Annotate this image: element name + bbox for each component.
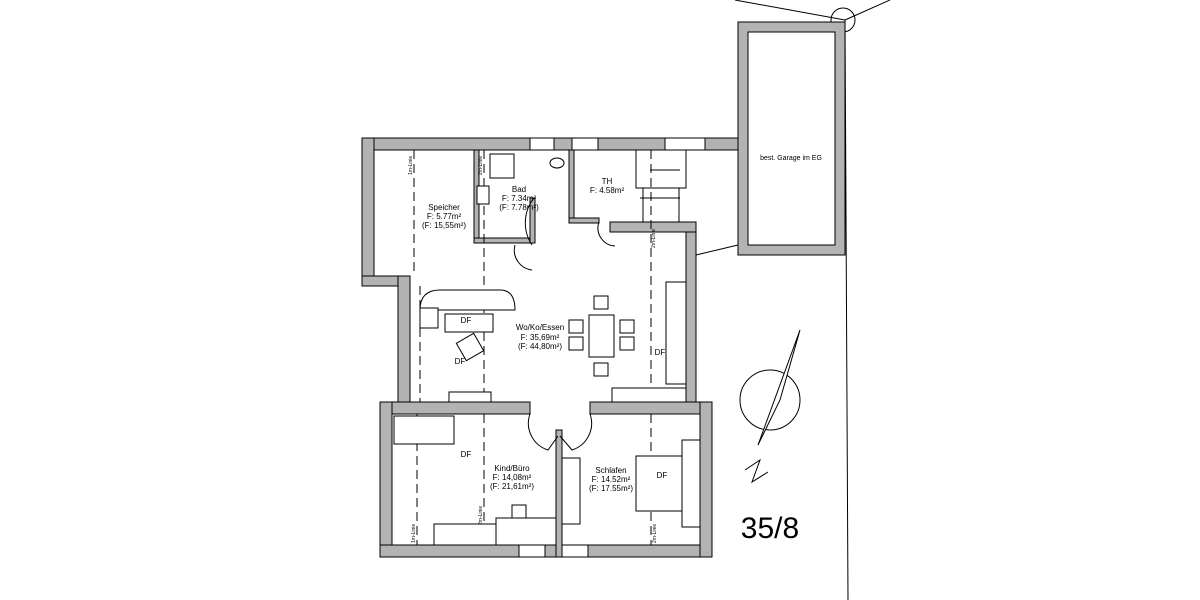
- line-2m-label: 2m-Linie: [652, 524, 658, 543]
- svg-text:F: 35,69m²: F: 35,69m²: [521, 333, 560, 342]
- svg-text:F: 14.52m²: F: 14.52m²: [592, 475, 631, 484]
- garage-label: best. Garage im EG: [760, 155, 822, 162]
- plan-number: 35/8: [741, 512, 799, 545]
- svg-text:(F: 17.55m²): (F: 17.55m²): [589, 484, 633, 493]
- room-speicher: Speicher F: 5.77m² (F: 15,55m²): [422, 203, 466, 230]
- svg-text:Schlafen: Schlafen: [595, 466, 626, 475]
- site-boundary: [695, 0, 891, 600]
- svg-text:(F: 44,80m²): (F: 44,80m²): [518, 342, 562, 351]
- df-label: DF: [657, 471, 668, 480]
- doors: [513, 197, 616, 451]
- svg-text:Speicher: Speicher: [428, 203, 460, 212]
- room-kind-buero: Kind/Büro F: 14,08m² (F: 21,61m²): [490, 464, 534, 491]
- room-schlafen: Schlafen F: 14.52m² (F: 17.55m²): [589, 466, 633, 493]
- svg-text:Bad: Bad: [512, 185, 526, 194]
- svg-text:F: 4.58m²: F: 4.58m²: [590, 186, 625, 195]
- svg-text:(F: 15,55m²): (F: 15,55m²): [422, 221, 466, 230]
- walls: [361, 137, 739, 558]
- svg-text:(F: 7.78m²): (F: 7.78m²): [499, 203, 539, 212]
- df-label: DF: [655, 348, 666, 357]
- line-1m-label: 1m-Linie: [408, 156, 414, 175]
- room-bad: Bad F: 7.34m² (F: 7.78m²): [499, 185, 539, 212]
- svg-text:F: 14,08m²: F: 14,08m²: [493, 473, 532, 482]
- room-wohnen: Wo/Ko/Essen F: 35,69m² (F: 44,80m²): [516, 323, 564, 351]
- svg-text:F: 5.77m²: F: 5.77m²: [427, 212, 462, 221]
- north-arrow-icon: [739, 329, 801, 484]
- room-labels: Speicher F: 5.77m² (F: 15,55m²) Bad F: 7…: [422, 177, 667, 493]
- svg-text:(F: 21,61m²): (F: 21,61m²): [490, 482, 534, 491]
- svg-text:Wo/Ko/Essen: Wo/Ko/Essen: [516, 323, 564, 332]
- line-2m-label: 2m-Linie: [478, 156, 484, 175]
- df-label: DF: [461, 316, 472, 325]
- line-1m-label: 1m-Linie: [411, 524, 417, 543]
- df-label: DF: [461, 450, 472, 459]
- line-2m-label: 2m-Linie: [478, 506, 484, 525]
- furniture: [393, 153, 701, 546]
- line-2m-label: 2m-Linie: [651, 229, 657, 248]
- staircase: [635, 149, 687, 223]
- room-th: TH F: 4.58m²: [590, 177, 625, 195]
- height-lines: 1m-Linie 2m-Linie 2m-Linie 1m-Linie 2m-L…: [408, 150, 658, 545]
- svg-text:Kind/Büro: Kind/Büro: [494, 464, 530, 473]
- svg-text:F: 7.34m²: F: 7.34m²: [502, 194, 537, 203]
- svg-text:TH: TH: [602, 177, 613, 186]
- df-label: DF: [455, 357, 466, 366]
- garage: best. Garage im EG: [737, 21, 846, 256]
